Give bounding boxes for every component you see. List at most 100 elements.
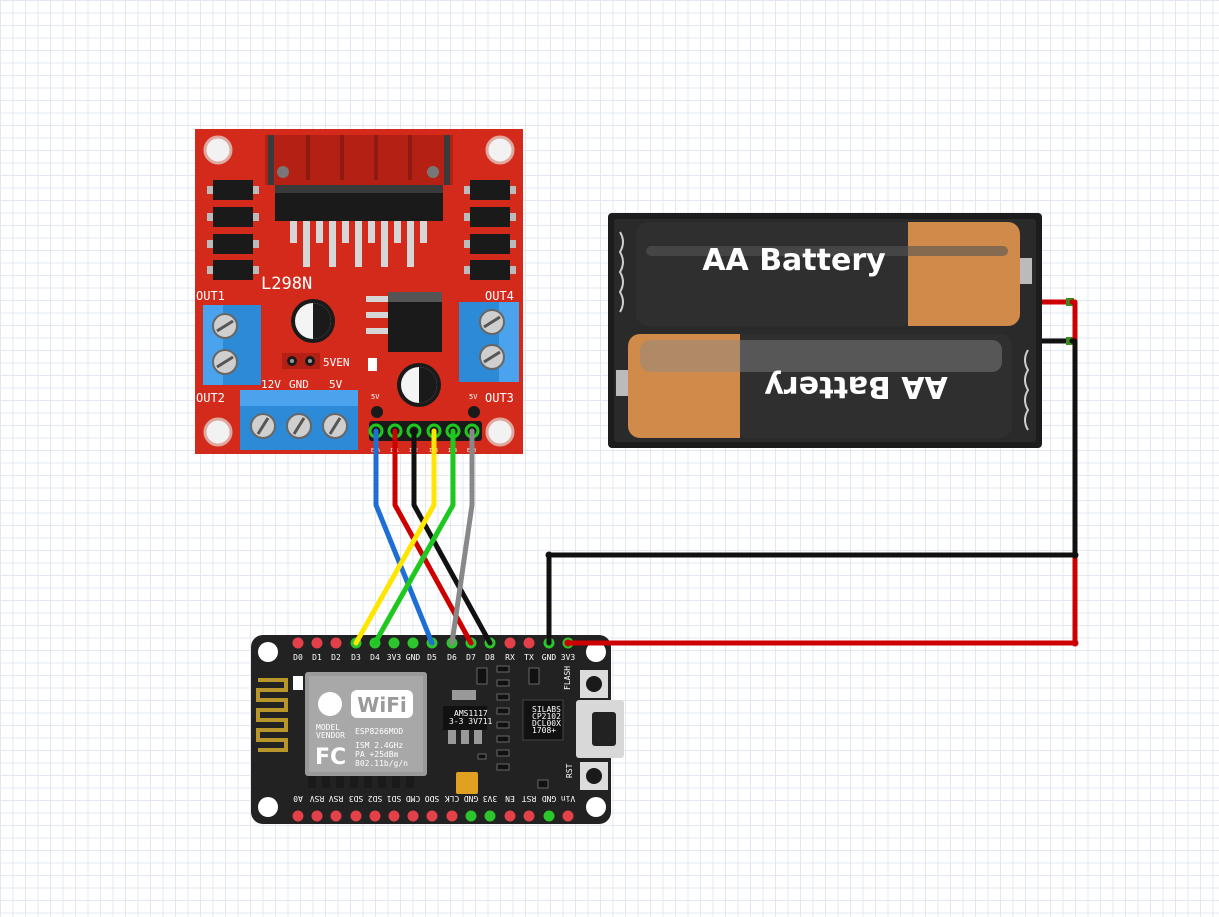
top-pin-label: TX bbox=[524, 653, 534, 662]
battery-holder: AA Battery AA Battery bbox=[608, 213, 1074, 448]
out1-terminal[interactable] bbox=[203, 305, 261, 385]
wire-blue[interactable] bbox=[373, 428, 435, 646]
pin-3v3[interactable] bbox=[388, 637, 400, 649]
top-pin-label: RX bbox=[505, 653, 515, 662]
cp2102-chip: SILABS CP2102 DCL00X 1708+ bbox=[522, 699, 564, 741]
pin-vin[interactable] bbox=[562, 810, 574, 822]
module-model-label: MODEL bbox=[316, 723, 340, 732]
pin-sdo[interactable] bbox=[426, 810, 438, 822]
capacitor-large bbox=[291, 299, 335, 343]
bottom-pin-label: SD2 bbox=[368, 794, 383, 803]
top-pin-label: 3V3 bbox=[561, 653, 576, 662]
top-pin-label: D5 bbox=[427, 653, 437, 662]
pin-sd3[interactable] bbox=[350, 810, 362, 822]
rst-label: RST bbox=[565, 763, 574, 778]
pin-gnd-3[interactable] bbox=[465, 810, 477, 822]
power-terminal[interactable] bbox=[240, 390, 358, 450]
out4-terminal[interactable] bbox=[459, 302, 519, 382]
wire-junction bbox=[545, 551, 553, 559]
regulator-label-1: AMS1117 bbox=[454, 709, 488, 718]
mounting-hole bbox=[258, 797, 278, 817]
pin-rx[interactable] bbox=[504, 637, 516, 649]
mounting-hole bbox=[203, 135, 233, 165]
top-pin-label: D8 bbox=[485, 653, 495, 662]
pin-a0[interactable] bbox=[292, 810, 304, 822]
usb-chip-label-4: 1708+ bbox=[532, 726, 556, 735]
enb-jumper-pin[interactable] bbox=[468, 406, 480, 418]
bottom-pin-label: SD1 bbox=[387, 794, 402, 803]
smd-component bbox=[293, 676, 303, 690]
l298n-input-header bbox=[368, 421, 482, 441]
top-pin-label: D4 bbox=[370, 653, 380, 662]
wire-gray[interactable] bbox=[449, 428, 475, 646]
module-spec-3: 802.11b/g/n bbox=[355, 759, 408, 768]
micro-usb-port[interactable] bbox=[576, 700, 624, 758]
smd-component bbox=[368, 358, 377, 371]
5v-label: 5V bbox=[329, 378, 343, 391]
mounting-hole bbox=[485, 135, 515, 165]
pin-rst[interactable] bbox=[523, 810, 535, 822]
smd-components bbox=[476, 665, 549, 789]
l298-chip bbox=[275, 185, 443, 267]
bottom-pin-label: RSV bbox=[310, 794, 325, 803]
out2-label: OUT2 bbox=[196, 391, 225, 405]
5v-enable-jumper[interactable] bbox=[282, 353, 320, 369]
ena-jumper-pin[interactable] bbox=[371, 406, 383, 418]
pin-tx[interactable] bbox=[523, 637, 535, 649]
bottom-pin-label: SDO bbox=[425, 794, 440, 803]
bottom-pin-label: CMD bbox=[406, 794, 421, 803]
bottom-pin-label: CLK bbox=[445, 794, 460, 803]
top-pin-label: D2 bbox=[331, 653, 341, 662]
diode-array-left bbox=[207, 180, 259, 280]
pin-d0[interactable] bbox=[292, 637, 304, 649]
battery-spring bbox=[618, 231, 624, 313]
espressif-logo-icon bbox=[318, 692, 342, 716]
nodemcu-board: WiFi MODEL VENDOR ESP8266MOD FC ISM 2.4G… bbox=[251, 635, 624, 824]
bottom-pin-label: 3V3 bbox=[483, 794, 498, 803]
pin-cmd[interactable] bbox=[407, 810, 419, 822]
top-pin-label: D1 bbox=[312, 653, 322, 662]
bottom-pin-label: RST bbox=[522, 794, 537, 803]
battery-top: AA Battery bbox=[636, 222, 1032, 326]
pin-gnd[interactable] bbox=[407, 637, 419, 649]
bottom-pin-label: A0 bbox=[293, 794, 303, 803]
nodemcu-bottom-header bbox=[292, 810, 574, 822]
wire-junction bbox=[1071, 551, 1079, 559]
out3-label: OUT3 bbox=[485, 391, 514, 405]
pin-sd1[interactable] bbox=[388, 810, 400, 822]
pin-3v3-3[interactable] bbox=[484, 810, 496, 822]
battery-bottom: AA Battery bbox=[616, 334, 1012, 438]
top-pin-label: D3 bbox=[351, 653, 361, 662]
mounting-hole bbox=[586, 642, 606, 662]
top-pin-labels: D0 D1 D2 D3 D4 3V3 GND D5 D6 D7 D8 RX TX… bbox=[293, 653, 575, 662]
l298n-title: L298N bbox=[261, 274, 312, 294]
bottom-pin-labels: A0 RSV RSV SD3 SD2 SD1 CMD SDO CLK GND 3… bbox=[293, 794, 575, 803]
pin-sd2[interactable] bbox=[369, 810, 381, 822]
pin-rsv-2[interactable] bbox=[330, 810, 342, 822]
module-name: ESP8266MOD bbox=[355, 727, 403, 736]
pin-clk[interactable] bbox=[446, 810, 458, 822]
pin-en[interactable] bbox=[504, 810, 516, 822]
rst-button[interactable] bbox=[580, 762, 608, 790]
tantalum-capacitor bbox=[456, 772, 478, 794]
pin-d2[interactable] bbox=[330, 637, 342, 649]
pin-rsv[interactable] bbox=[311, 810, 323, 822]
flash-button[interactable] bbox=[580, 670, 608, 698]
bottom-pin-label: GND bbox=[464, 794, 479, 803]
pin-gnd-4[interactable] bbox=[543, 810, 555, 822]
pin-d1[interactable] bbox=[311, 637, 323, 649]
wire-yellow[interactable] bbox=[353, 428, 437, 646]
wire-red[interactable] bbox=[392, 428, 474, 646]
top-pin-label: GND bbox=[406, 653, 421, 662]
nodemcu-top-header bbox=[292, 637, 574, 649]
wire-black[interactable] bbox=[411, 428, 493, 646]
bottom-pin-label: SD3 bbox=[349, 794, 364, 803]
capacitor-small bbox=[397, 363, 441, 407]
top-pin-label: D0 bbox=[293, 653, 303, 662]
wire-junction bbox=[564, 639, 572, 647]
bottom-pin-label: GND bbox=[542, 794, 557, 803]
5v-enable-label: 5VEN bbox=[323, 356, 350, 369]
battery-top-label: AA Battery bbox=[702, 243, 886, 278]
wire-green[interactable] bbox=[372, 428, 456, 646]
heatsink bbox=[265, 135, 453, 185]
